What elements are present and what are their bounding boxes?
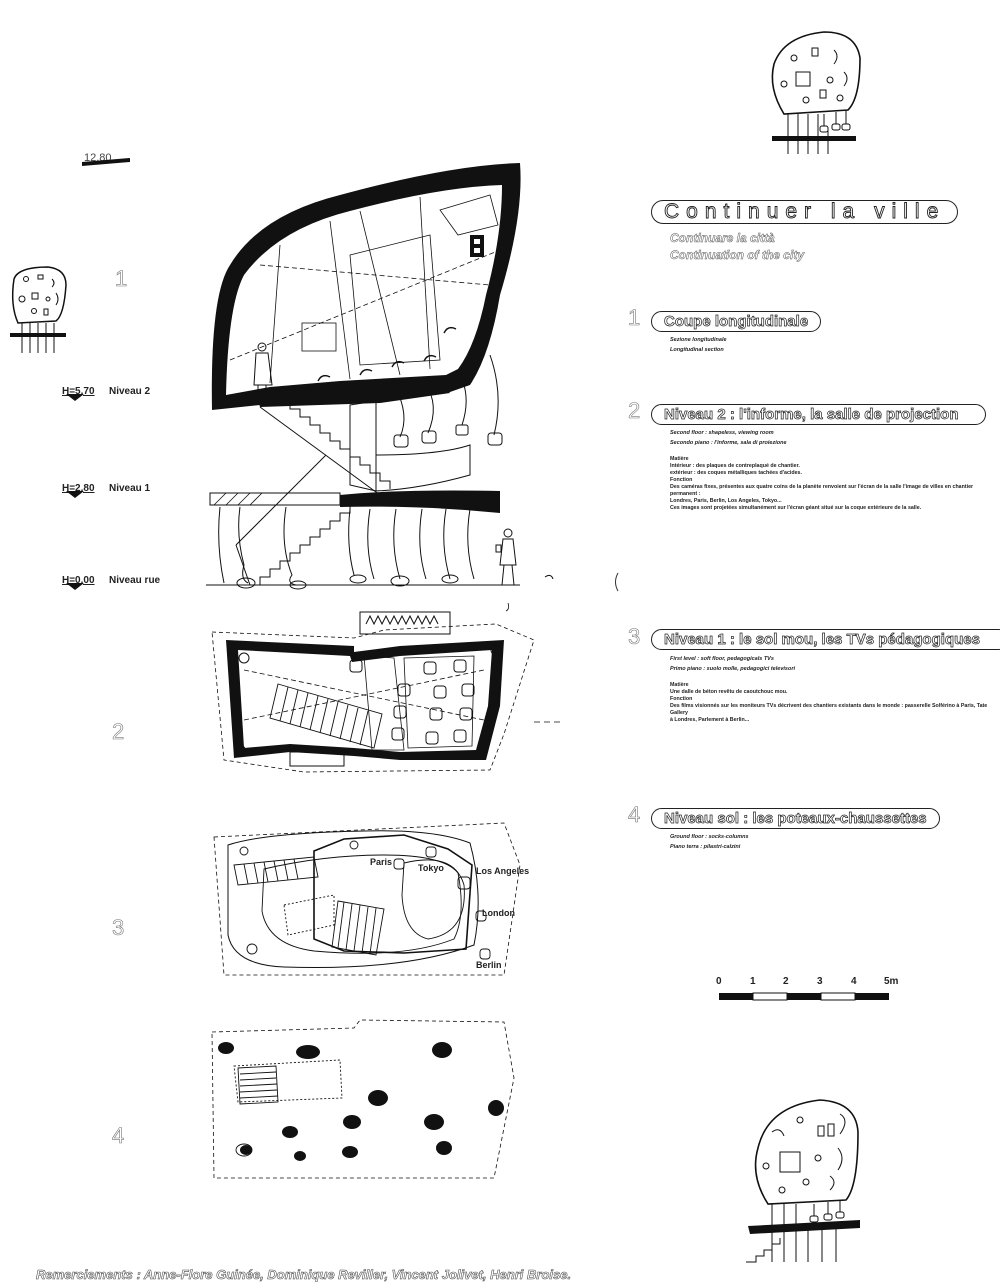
scale-tick-2: 2 bbox=[783, 976, 789, 987]
title-italian: Continuare la città bbox=[670, 231, 775, 246]
scale-wedge bbox=[82, 158, 130, 166]
legend-body-line: Matière bbox=[670, 682, 689, 688]
plan-label-berlin: Berlin bbox=[476, 960, 502, 970]
plan-label-los-angeles: Los Angeles bbox=[476, 866, 530, 876]
marker-3: 3 bbox=[112, 915, 125, 941]
longitudinal-section-drawing bbox=[206, 163, 554, 612]
marker-2: 2 bbox=[112, 719, 125, 745]
legend-italic-line: Sezione longitudinale bbox=[670, 337, 727, 343]
legend-number-2: 2 bbox=[628, 398, 641, 424]
plan-niveau-1 bbox=[213, 822, 521, 976]
main-title: Continuer la ville bbox=[651, 200, 959, 224]
level-name: Niveau rue bbox=[108, 575, 161, 586]
scale-tick-3: 3 bbox=[817, 976, 823, 987]
plan-niveau-2 bbox=[211, 611, 560, 773]
level-marker-rue: H=0,00 Niveau rue bbox=[62, 570, 160, 588]
plan-niveau-sol bbox=[211, 1019, 515, 1179]
scale-tick-4: 4 bbox=[851, 976, 857, 987]
plan-label-london: London bbox=[482, 908, 515, 918]
level-triangle-icon bbox=[66, 583, 84, 590]
level-height: H=0,00 bbox=[62, 575, 95, 586]
building-thumbnail-left bbox=[10, 266, 67, 353]
legend-body-line: Fonction bbox=[670, 477, 693, 483]
marker-4: 4 bbox=[112, 1123, 125, 1149]
legend-title-4: Niveau sol : les poteaux-chaussettes bbox=[651, 808, 940, 829]
level-marker-1: H=2,80 Niveau 1 bbox=[62, 478, 150, 496]
legend-body-line: Londres, Paris, Berlin, Los Angeles, Tok… bbox=[670, 498, 782, 504]
legend-italic-4: Ground floor : socks-columns Piano terra… bbox=[670, 834, 749, 851]
legend-body-line: à Londres, Parlement à Berlin... bbox=[670, 717, 750, 723]
building-thumbnail-top bbox=[771, 31, 861, 154]
legend-number-1: 1 bbox=[628, 305, 641, 331]
legend-body-line: Fonction bbox=[670, 696, 693, 702]
level-marker-2: H=5,70 Niveau 2 bbox=[62, 381, 150, 399]
legend-italic-line: First level : soft floor, pedagogicals T… bbox=[670, 656, 774, 662]
legend-title-1: Coupe longitudinale bbox=[651, 311, 822, 332]
legend-text-3: First level : soft floor, pedagogicals T… bbox=[670, 656, 1000, 724]
plan-label-tokyo: Tokyo bbox=[418, 863, 444, 873]
legend-body-line: Une dalle de béton revêtu de caoutchouc … bbox=[670, 689, 788, 695]
level-triangle-icon bbox=[66, 394, 84, 401]
legend-title-3: Niveau 1 : le sol mou, les TVs pédagogiq… bbox=[651, 629, 1000, 650]
level-triangle-icon bbox=[66, 491, 84, 498]
legend-italic-1: Sezione longitudinale Longitudinal secti… bbox=[670, 337, 727, 354]
legend-italic-line: Longitudinal section bbox=[670, 347, 724, 353]
scale-tick-0: 0 bbox=[716, 976, 722, 987]
plan-label-paris: Paris bbox=[370, 857, 393, 867]
title-english: Continuation of the city bbox=[670, 248, 805, 263]
building-thumbnail-bottom bbox=[746, 1099, 860, 1263]
acknowledgements: Remerciements : Anne-Flore Guinée, Domin… bbox=[36, 1267, 572, 1283]
level-height: H=5,70 bbox=[62, 386, 95, 397]
legend-italic-line: Secondo piano : l'informe, sala di proie… bbox=[670, 440, 787, 446]
legend-italic-line: Piano terra : pilastri-calzini bbox=[670, 844, 741, 850]
level-name: Niveau 1 bbox=[108, 483, 151, 494]
scale-tick-1: 1 bbox=[750, 976, 756, 987]
legend-body-line: Des caméras fixes, présentes aux quatre … bbox=[670, 484, 974, 497]
legend-italic-line: Second floor : shapeless, viewing room bbox=[670, 430, 774, 436]
level-height: H=2,80 bbox=[62, 483, 95, 494]
level-name: Niveau 2 bbox=[108, 386, 151, 397]
legend-text-2: Second floor : shapeless, viewing room S… bbox=[670, 430, 1000, 512]
legend-number-4: 4 bbox=[628, 802, 641, 828]
cut-mark bbox=[615, 572, 619, 592]
scale-tick-5: 5m bbox=[884, 976, 899, 987]
legend-body-line: Matière bbox=[670, 456, 689, 462]
legend-italic-line: Primo piano : suolo molle, pedagogici te… bbox=[670, 666, 795, 672]
legend-body-line: extérieur : des coques métalliques taché… bbox=[670, 470, 802, 476]
legend-title-2: Niveau 2 : l'informe, la salle de projec… bbox=[651, 404, 986, 425]
scale-bar-graphic bbox=[719, 992, 889, 1001]
legend-body-line: Ces images sont projetées simultanément … bbox=[670, 505, 922, 511]
legend-body-line: Intérieur : des plaques de contreplaqué … bbox=[670, 463, 800, 469]
legend-number-3: 3 bbox=[628, 624, 641, 650]
marker-1: 1 bbox=[115, 266, 128, 292]
legend-italic-line: Ground floor : socks-columns bbox=[670, 834, 749, 840]
legend-body-line: Des films visionnés sur les moniteurs TV… bbox=[670, 703, 988, 716]
